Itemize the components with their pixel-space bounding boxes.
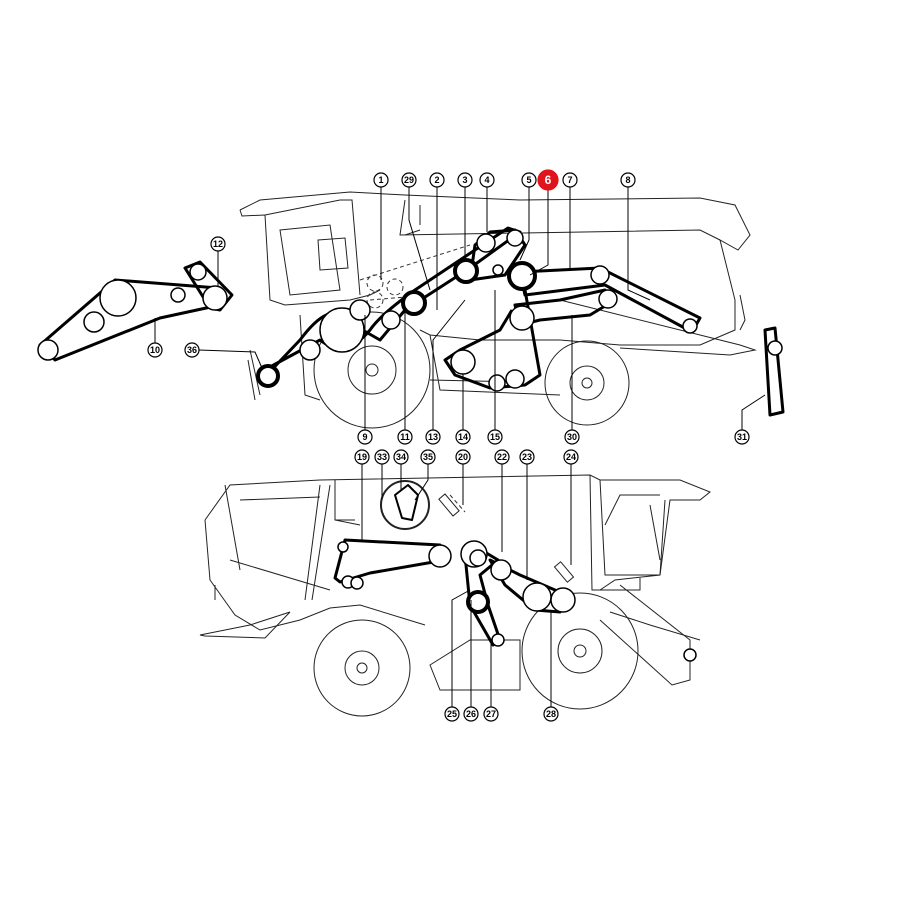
callout-label: 13 — [428, 432, 438, 442]
callout-34[interactable]: 34 — [393, 449, 409, 465]
callout-label: 19 — [357, 452, 367, 462]
callout-label: 10 — [150, 345, 160, 355]
leader-lines — [154, 187, 766, 707]
callout-11[interactable]: 11 — [397, 429, 413, 445]
callout-31[interactable]: 31 — [734, 429, 750, 445]
callouts: 1 29 2 3 4 5 6 7 8 12 10 36 9 11 13 14 1… — [147, 169, 750, 722]
callout-14[interactable]: 14 — [455, 429, 471, 445]
callout-10[interactable]: 10 — [147, 342, 163, 358]
callout-label: 20 — [458, 452, 468, 462]
callout-label: 2 — [434, 175, 439, 185]
bottom-rear-wheel — [313, 619, 411, 717]
callout-23[interactable]: 23 — [519, 449, 535, 465]
callout-24[interactable]: 24 — [563, 449, 579, 465]
callout-label: 14 — [458, 432, 468, 442]
top-combine-outline — [239, 191, 757, 401]
callout-label: 35 — [423, 452, 433, 462]
callout-19[interactable]: 19 — [354, 449, 370, 465]
callout-22[interactable]: 22 — [494, 449, 510, 465]
top-belts — [38, 226, 785, 417]
callout-label: 3 — [462, 175, 467, 185]
callout-label: 29 — [404, 175, 414, 185]
callout-label: 34 — [396, 452, 406, 462]
callout-36[interactable]: 36 — [184, 342, 200, 358]
callout-1[interactable]: 1 — [373, 172, 389, 188]
callout-label: 12 — [213, 239, 223, 249]
bottom-pulleys — [337, 540, 697, 662]
callout-2[interactable]: 2 — [429, 172, 445, 188]
callout-29[interactable]: 29 — [401, 172, 417, 188]
callout-9[interactable]: 9 — [357, 429, 373, 445]
callout-28[interactable]: 28 — [543, 706, 559, 722]
callout-20[interactable]: 20 — [455, 449, 471, 465]
callout-5[interactable]: 5 — [521, 172, 537, 188]
callout-label: 4 — [484, 175, 489, 185]
callout-label: 28 — [546, 709, 556, 719]
callout-label: 9 — [362, 432, 367, 442]
callout-label: 24 — [566, 452, 576, 462]
callout-35[interactable]: 35 — [420, 449, 436, 465]
bottom-combine-outline — [199, 474, 711, 691]
callout-7[interactable]: 7 — [562, 172, 578, 188]
callout-label: 1 — [378, 175, 383, 185]
callout-label: 25 — [447, 709, 457, 719]
callout-3[interactable]: 3 — [457, 172, 473, 188]
callout-15[interactable]: 15 — [487, 429, 503, 445]
bottom-front-wheel — [521, 592, 639, 710]
callout-label: 11 — [400, 432, 410, 442]
callout-label: 31 — [737, 432, 747, 442]
callout-label: 33 — [377, 452, 387, 462]
callout-8[interactable]: 8 — [620, 172, 636, 188]
top-rear-wheel — [544, 340, 630, 426]
callout-label: 5 — [526, 175, 531, 185]
callout-label: 36 — [187, 345, 197, 355]
callout-label: 30 — [567, 432, 577, 442]
callout-25[interactable]: 25 — [444, 706, 460, 722]
callout-label: 8 — [625, 175, 630, 185]
callout-label: 6 — [545, 173, 552, 187]
callout-label: 26 — [466, 709, 476, 719]
callout-label: 27 — [486, 709, 496, 719]
top-front-wheel — [313, 311, 431, 429]
callout-26[interactable]: 26 — [463, 706, 479, 722]
callout-30[interactable]: 30 — [564, 429, 580, 445]
callout-6-highlighted[interactable]: 6 — [537, 169, 559, 191]
callout-33[interactable]: 33 — [374, 449, 390, 465]
callout-13[interactable]: 13 — [425, 429, 441, 445]
callout-label: 22 — [497, 452, 507, 462]
top-pulleys — [37, 229, 783, 392]
callout-27[interactable]: 27 — [483, 706, 499, 722]
callout-label: 15 — [490, 432, 500, 442]
callout-4[interactable]: 4 — [479, 172, 495, 188]
callout-label: 23 — [522, 452, 532, 462]
callout-12[interactable]: 12 — [210, 236, 226, 252]
callout-label: 7 — [567, 175, 572, 185]
